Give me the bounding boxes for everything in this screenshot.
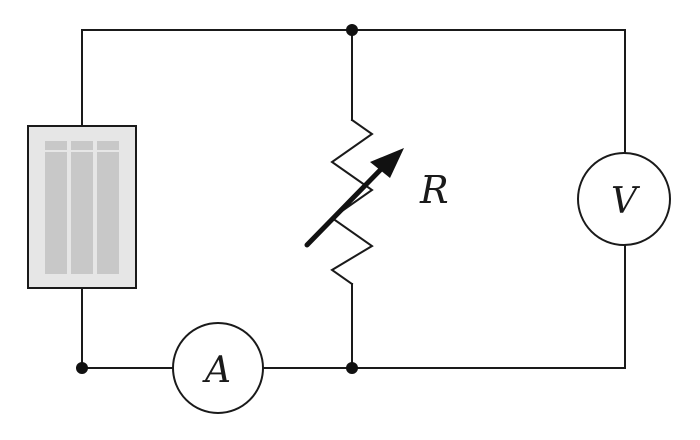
- solar-panel-cell-3: [97, 141, 119, 274]
- junction-nodes: [76, 24, 358, 374]
- ammeter-label: A: [202, 350, 231, 391]
- solar-panel-cell-2: [71, 141, 93, 274]
- junction-bottom-left: [76, 362, 88, 374]
- solar-panel: [27, 125, 137, 289]
- voltmeter: V: [577, 152, 671, 246]
- solar-panel-cell-1: [45, 141, 67, 274]
- voltmeter-circle: [577, 152, 671, 246]
- resistor-arrow-shaft: [304, 157, 393, 248]
- junction-top: [346, 24, 358, 36]
- resistor-label: R: [419, 168, 449, 212]
- ammeter: A: [172, 322, 264, 414]
- resistor-zigzag: [330, 118, 374, 286]
- variable-resistor: R: [304, 118, 449, 286]
- resistor-arrow-head: [370, 148, 404, 178]
- ammeter-circle: [172, 322, 264, 414]
- voltmeter-label: V: [611, 181, 641, 222]
- junction-bottom-middle: [346, 362, 358, 374]
